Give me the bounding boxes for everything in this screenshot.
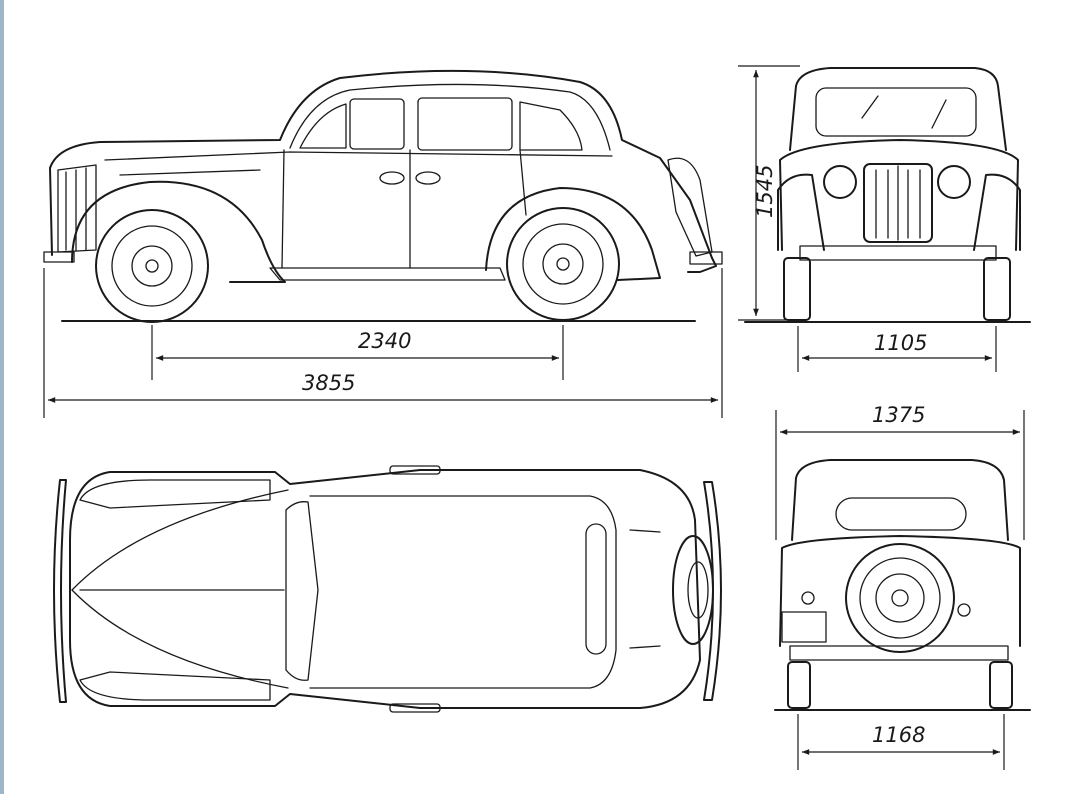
- wheelbase-label: 2340: [358, 329, 411, 353]
- overall-width-label: 1375: [872, 403, 925, 427]
- side-dimensions: [43, 268, 723, 418]
- side-front-bumper: [43, 251, 75, 263]
- rear-track-label: 1168: [872, 723, 925, 747]
- front-bumper: [799, 245, 997, 261]
- top-front-bumper: [53, 479, 67, 703]
- rear-left-wheel: [787, 661, 811, 709]
- side-running-board: [269, 267, 506, 281]
- front-windshield: [815, 87, 977, 137]
- overall-length-label: 3855: [302, 371, 355, 395]
- front-dimensions: [738, 65, 997, 372]
- side-window-3: [417, 97, 513, 151]
- side-door-handle-1: [379, 171, 405, 185]
- front-left-headlight: [823, 165, 857, 199]
- side-view: [43, 69, 723, 323]
- top-rear-window: [585, 523, 607, 655]
- front-left-wheel: [783, 257, 811, 321]
- rear-dimensions: [775, 410, 1025, 770]
- side-body-outline: [49, 69, 717, 273]
- front-left-fender: [777, 173, 825, 251]
- side-front-wheel: [95, 209, 209, 323]
- side-spare-wheel: [667, 157, 713, 257]
- side-rear-fender: [485, 187, 661, 281]
- side-door-front-edge: [281, 149, 285, 269]
- rear-bumper: [789, 645, 1009, 661]
- top-right-front-fender: [79, 671, 271, 701]
- front-view: [744, 67, 1031, 323]
- sheet-edge-rule: [0, 0, 4, 794]
- top-rear-bumper: [703, 481, 722, 701]
- side-window-2: [349, 98, 405, 150]
- side-rear-wheel: [506, 207, 620, 321]
- front-track-label: 1105: [874, 331, 927, 355]
- side-grille: [57, 164, 97, 253]
- top-hood-outline: [71, 489, 289, 689]
- rear-left-lamp: [781, 611, 827, 643]
- side-belt-line: [104, 151, 613, 161]
- side-door-handle-2: [415, 171, 441, 185]
- front-grille: [863, 163, 933, 243]
- rear-right-wheel: [989, 661, 1013, 709]
- rear-spare-wheel: [845, 543, 955, 653]
- side-hood-trim: [119, 169, 261, 176]
- rear-window: [835, 497, 967, 531]
- side-window-rear: [519, 101, 583, 151]
- top-roof: [309, 495, 617, 689]
- top-view: [53, 465, 722, 713]
- side-window-front: [299, 103, 347, 149]
- front-right-fender: [973, 173, 1021, 251]
- height-label: 1545: [753, 165, 777, 218]
- front-right-wheel: [983, 257, 1011, 321]
- front-body-outline: [779, 139, 1019, 251]
- front-cabin-outline: [789, 67, 1007, 151]
- side-front-fender: [71, 180, 286, 283]
- top-spare-wheel: [672, 535, 714, 645]
- rear-body-outline: [779, 535, 1021, 647]
- front-right-headlight: [937, 165, 971, 199]
- side-door-rear-edge: [519, 149, 527, 216]
- rear-view: [774, 459, 1031, 711]
- side-roof-line: [289, 83, 611, 151]
- rear-cabin-outline: [791, 459, 1009, 541]
- top-body-outline: [69, 469, 701, 709]
- top-left-front-fender: [79, 479, 271, 509]
- top-windshield: [285, 501, 319, 681]
